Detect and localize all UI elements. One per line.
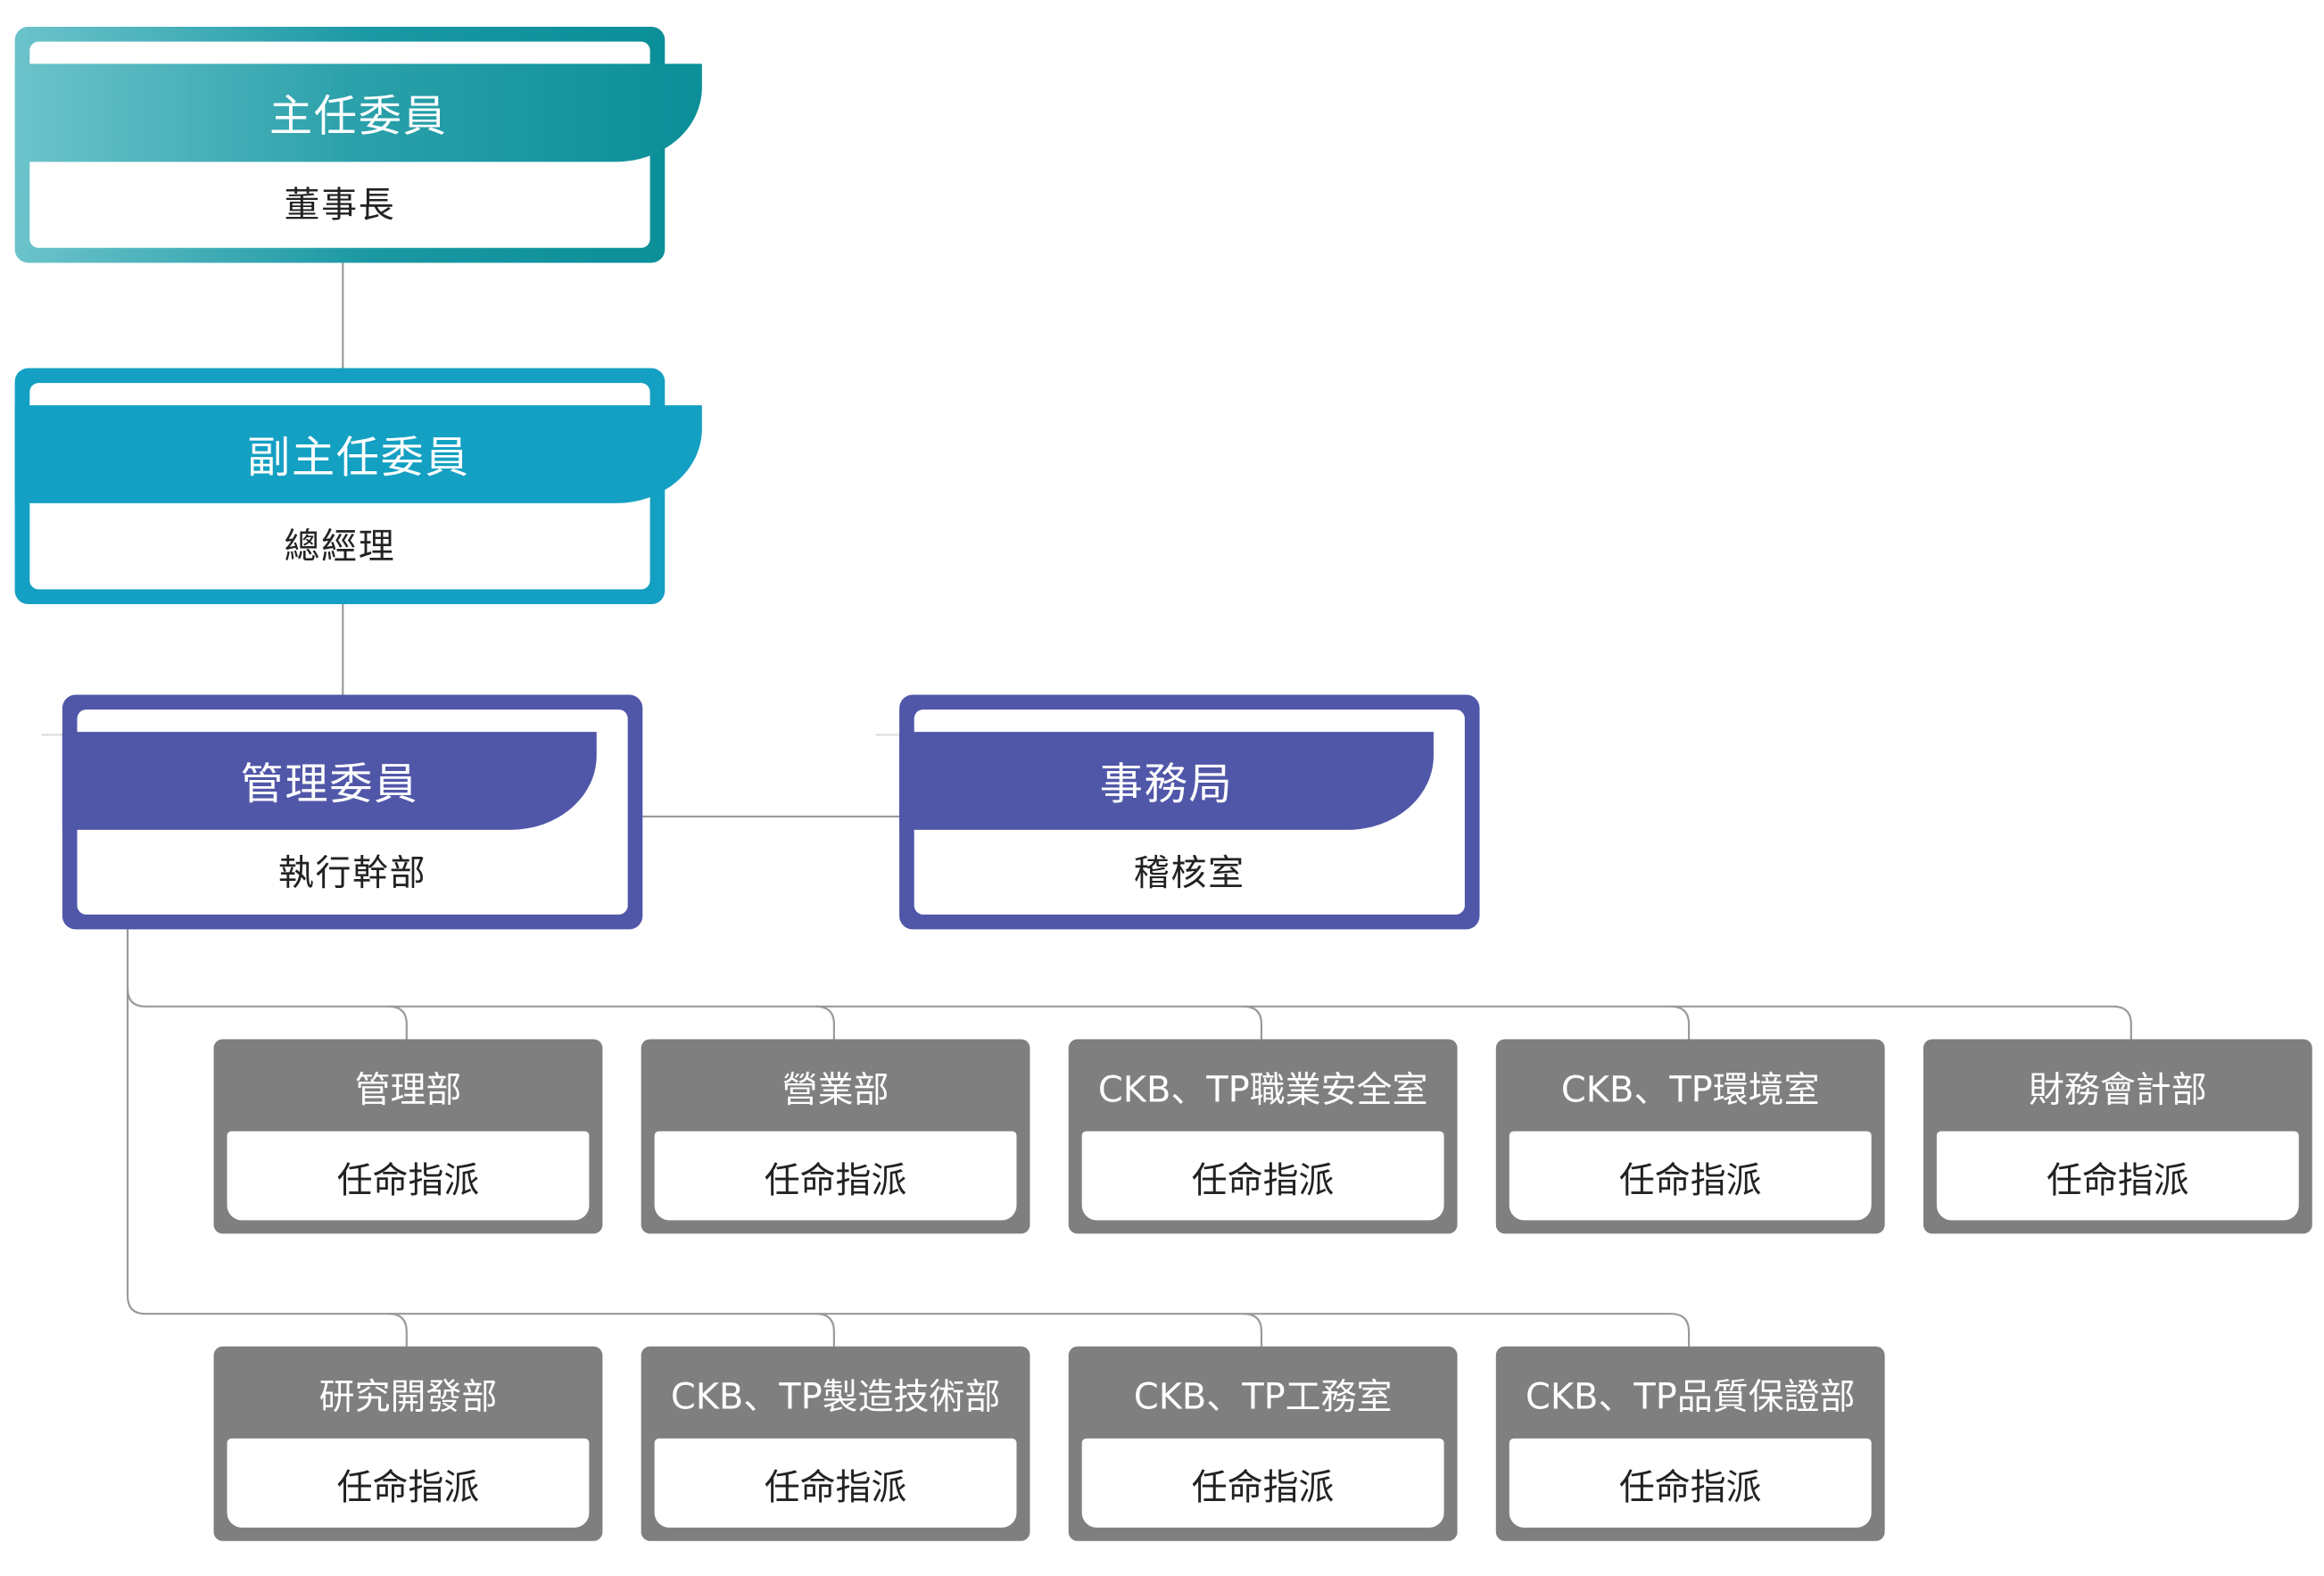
department-name: CKB、TP製造技術部 [670, 1375, 1001, 1417]
department-name: CKB、TP品質保證部 [1526, 1375, 1856, 1417]
office-box: 事務局 稽核室 [899, 694, 1480, 930]
vice-chair-subtitle: 總經理 [284, 525, 396, 567]
department-role: 任命指派 [227, 1438, 590, 1528]
chair-title: 主任委員 [14, 63, 702, 162]
department-name: 研究開發部 [318, 1375, 498, 1417]
department-name: CKB、TP職業安全室 [1097, 1067, 1428, 1110]
department-role: 任命指派 [227, 1131, 590, 1221]
department-role: 任命指派 [1509, 1438, 1872, 1528]
office-subtitle: 稽核室 [1133, 851, 1245, 893]
department-box: CKB、TP工務室 任命指派 [1068, 1346, 1458, 1541]
office-title: 事務局 [899, 732, 1434, 830]
department-box: CKB、TP環境室 任命指派 [1495, 1039, 1885, 1234]
vice-chair-box: 副主任委員 總經理 [14, 368, 702, 605]
department-role: 任命指派 [1936, 1131, 2299, 1221]
management-title: 管理委員 [62, 732, 597, 830]
department-box: CKB、TP職業安全室 任命指派 [1068, 1039, 1458, 1234]
department-box: 營業部 任命指派 [641, 1039, 1030, 1234]
vice-chair-title: 副主任委員 [14, 405, 702, 503]
management-box: 管理委員 執行幹部 [62, 694, 643, 930]
department-name: CKB、TP工務室 [1133, 1375, 1393, 1417]
department-box: CKB、TP品質保證部 任命指派 [1495, 1346, 1885, 1541]
department-role: 任命指派 [1081, 1438, 1444, 1528]
department-name: 管理部 [354, 1067, 462, 1110]
department-box: 研究開發部 任命指派 [213, 1346, 603, 1541]
department-box: 管理部 任命指派 [213, 1039, 603, 1234]
department-role: 任命指派 [1081, 1131, 1444, 1221]
department-role: 任命指派 [654, 1438, 1017, 1528]
department-role: 任命指派 [1509, 1131, 1872, 1221]
connector-trunk [126, 929, 2113, 1008]
department-name: 財務會計部 [2029, 1067, 2207, 1110]
chair-box: 主任委員 董事長 [14, 26, 702, 263]
chair-subtitle: 董事長 [284, 183, 396, 226]
department-name: 營業部 [782, 1067, 889, 1110]
department-box: 財務會計部 任命指派 [1923, 1039, 2312, 1234]
department-role: 任命指派 [654, 1131, 1017, 1221]
department-box: CKB、TP製造技術部 任命指派 [641, 1346, 1030, 1541]
department-name: CKB、TP環境室 [1560, 1067, 1820, 1110]
management-subtitle: 執行幹部 [277, 851, 427, 893]
